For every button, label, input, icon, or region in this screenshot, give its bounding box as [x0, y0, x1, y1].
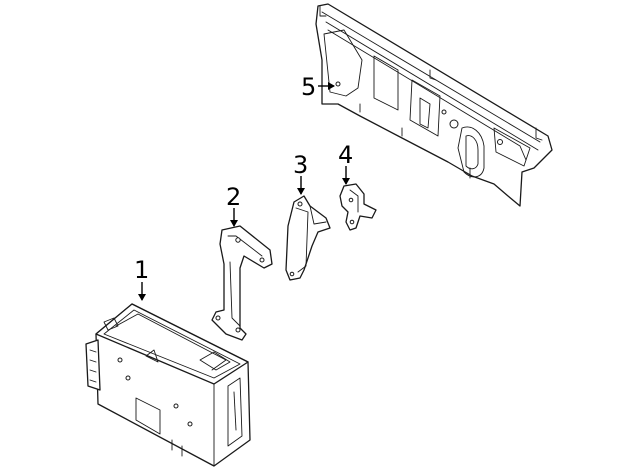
part-2-mounting-bracket [211, 225, 273, 341]
callout-5-label: 5 [301, 73, 316, 101]
part-3-vertical-bracket [285, 195, 331, 281]
callout-1-label: 1 [134, 256, 149, 284]
callout-2-label: 2 [226, 183, 241, 211]
callout-4-label: 4 [338, 141, 353, 169]
part-1-control-module [85, 303, 251, 467]
callout-3-label: 3 [293, 151, 308, 179]
part-5-rear-panel [315, 3, 553, 207]
part-4-hinge-bracket [339, 183, 377, 231]
